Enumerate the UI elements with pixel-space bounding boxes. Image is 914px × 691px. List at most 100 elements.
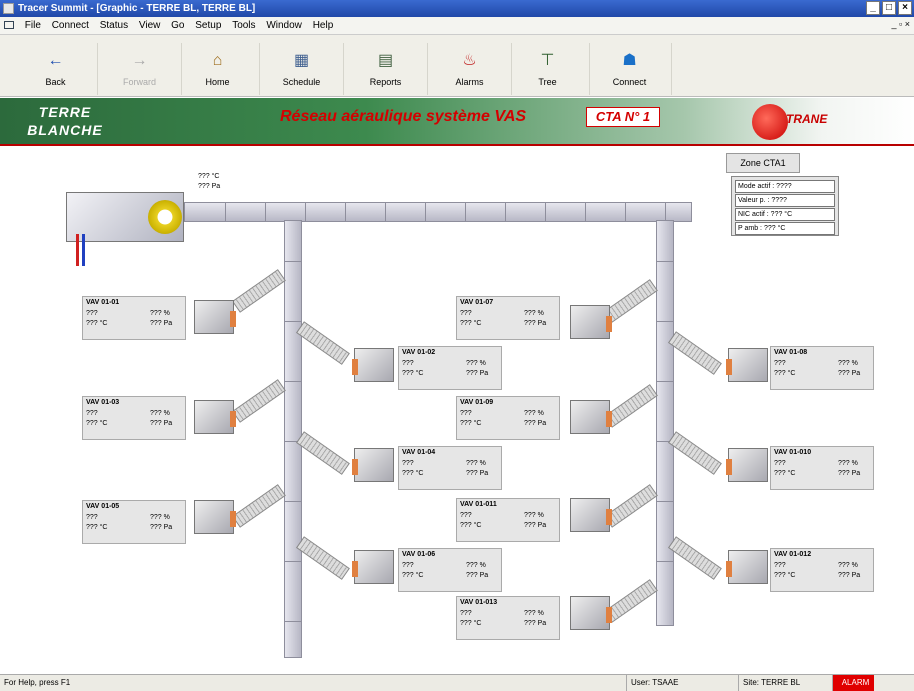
alarms-button[interactable]: ♨Alarms [428,43,512,95]
vav-name: VAV 01-08 [774,349,808,356]
mdi-minimize-button[interactable]: _ [891,19,897,29]
vav-damper: ??? % [150,310,170,317]
vav-pressure: ??? Pa [524,420,547,427]
vav-damper: ??? % [466,360,486,367]
mdi-restore-button[interactable]: ▫ [899,19,903,29]
vav-pressure: ??? Pa [838,470,861,477]
menu-setup[interactable]: Setup [195,20,222,31]
vav-box-icon[interactable] [570,596,612,630]
vav-box-icon[interactable] [352,550,394,584]
vav-panel-08[interactable]: VAV 01-08 ?????? % ??? °C??? Pa [770,346,874,390]
reports-button[interactable]: ▤Reports [344,43,428,95]
vav-box-icon[interactable] [726,550,768,584]
vav-panel-09[interactable]: VAV 01-09 ?????? % ??? °C??? Pa [456,396,560,440]
vav-temp: ??? °C [460,620,482,627]
minimize-button[interactable]: _ [866,1,880,15]
vav-box-icon[interactable] [570,400,612,434]
app-icon [3,3,14,14]
menu-help[interactable]: Help [312,20,334,31]
back-label: Back [45,77,66,87]
vav-panel-02[interactable]: VAV 01-02 ?????? % ??? °C??? Pa [398,346,502,390]
vav-box-icon[interactable] [194,300,236,334]
menu-window[interactable]: Window [266,20,302,31]
menu-tools[interactable]: Tools [232,20,256,31]
vav-pressure: ??? Pa [150,524,173,531]
vav-damper: ??? % [150,410,170,417]
vav-box-icon[interactable] [570,305,612,339]
trane-disc-icon [752,104,788,140]
vav-name: VAV 01-012 [774,551,812,558]
zone-cta-button[interactable]: Zone CTA1 [726,153,800,173]
vav-temp: ??? °C [774,572,796,579]
forward-arrow-icon: → [131,52,148,69]
title-bar: Tracer Summit - [Graphic - TERRE BL, TER… [0,0,914,17]
menu-view[interactable]: View [138,20,161,31]
menu-connect[interactable]: Connect [51,20,89,31]
vav-name: VAV 01-05 [86,503,120,510]
menu-go[interactable]: Go [171,20,185,31]
vav-value: ??? [460,610,472,617]
vav-panel-012[interactable]: VAV 01-012 ?????? % ??? °C??? Pa [770,548,874,592]
tree-button[interactable]: ⊤ Tree [506,43,590,95]
document-icon [4,21,14,30]
vav-box-icon[interactable] [726,448,768,482]
user-status: User: TSAAE [626,675,738,691]
vav-box-icon[interactable] [352,348,394,382]
tree-icon: ⊤ [540,52,555,69]
close-button[interactable]: × [898,1,912,15]
alarm-bell-icon: ♨ [462,52,477,69]
connect-button[interactable]: ☗Connect [588,43,672,95]
vav-panel-07[interactable]: VAV 01-07 ?????? % ??? °C??? Pa [456,296,560,340]
vav-value: ??? [460,512,472,519]
forward-button[interactable]: → Forward [98,43,182,95]
menu-status[interactable]: Status [99,20,129,31]
vav-temp: ??? °C [774,370,796,377]
alarm-indicator[interactable]: ALARM [832,675,874,691]
vav-panel-05[interactable]: VAV 01-05 ?????? % ??? °C??? Pa [82,500,186,544]
home-icon: ⌂ [212,52,223,69]
vav-temp: ??? °C [774,470,796,477]
vav-name: VAV 01-07 [460,299,494,306]
schedule-button[interactable]: ▦Schedule [260,43,344,95]
riser-duct-right [656,220,674,626]
connect-icon: ☗ [622,52,637,69]
terre-blanche-logo: TERRE BLANCHE [10,103,120,143]
vav-panel-03[interactable]: VAV 01-03 ?????? % ??? °C??? Pa [82,396,186,440]
vav-damper: ??? % [524,512,544,519]
vav-panel-04[interactable]: VAV 01-04 ?????? % ??? °C??? Pa [398,446,502,490]
zone-ambient: P amb : ??? °C [735,222,835,235]
window-title: Tracer Summit - [Graphic - TERRE BL, TER… [18,3,256,14]
vav-panel-06[interactable]: VAV 01-06 ?????? % ??? °C??? Pa [398,548,502,592]
vav-pressure: ??? Pa [466,572,489,579]
vav-pressure: ??? Pa [838,572,861,579]
vav-value: ??? [402,360,414,367]
back-button[interactable]: ←Back [14,43,98,95]
vav-box-icon[interactable] [726,348,768,382]
vav-pressure: ??? Pa [524,620,547,627]
vav-damper: ??? % [524,610,544,617]
vav-damper: ??? % [838,360,858,367]
ahu-pressure: ??? Pa [198,183,221,190]
vav-temp: ??? °C [86,320,108,327]
vav-panel-010[interactable]: VAV 01-010 ?????? % ??? °C??? Pa [770,446,874,490]
zone-value: Valeur p. : ???? [735,194,835,207]
menu-file[interactable]: File [24,20,41,31]
vav-box-icon[interactable] [194,400,236,434]
vav-value: ??? [86,514,98,521]
vav-panel-013[interactable]: VAV 01-013 ?????? % ??? °C??? Pa [456,596,560,640]
mdi-close-button[interactable]: × [904,19,910,29]
zone-nic: NIC actif : ??? °C [735,208,835,221]
header-banner: TERRE BLANCHE Réseau aéraulique système … [0,98,914,146]
vav-panel-011[interactable]: VAV 01-011 ?????? % ??? °C??? Pa [456,498,560,542]
vav-box-icon[interactable] [352,448,394,482]
forward-label: Forward [122,77,156,87]
vav-pressure: ??? Pa [150,420,173,427]
vav-value: ??? [460,310,472,317]
vav-panel-01[interactable]: VAV 01-01 ?????? % ??? °C??? Pa [82,296,186,340]
home-button[interactable]: ⌂Home [176,43,260,95]
maximize-button[interactable]: □ [882,1,896,15]
vav-box-icon[interactable] [194,500,236,534]
tree-label: Tree [538,77,557,87]
vav-box-icon[interactable] [570,498,612,532]
vav-value: ??? [402,562,414,569]
